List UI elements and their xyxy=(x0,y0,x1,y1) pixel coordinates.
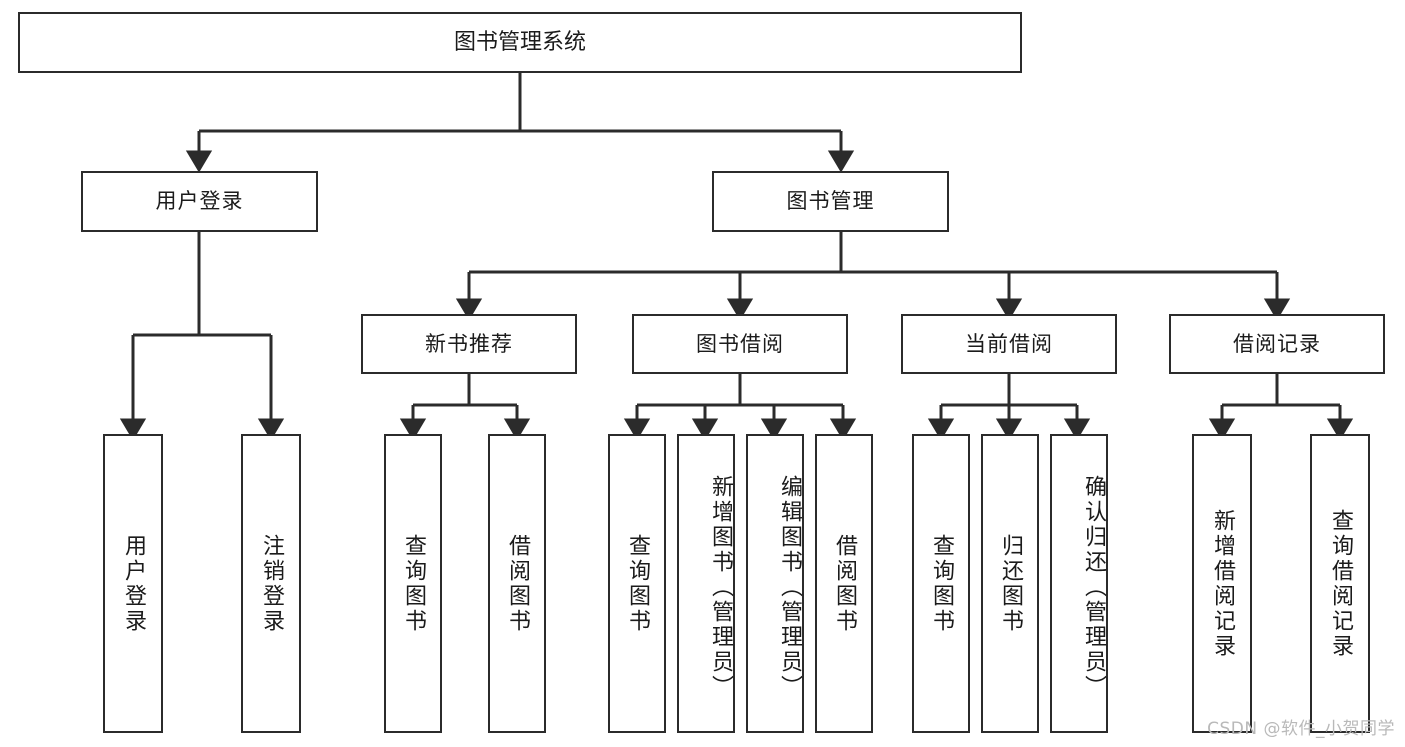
node-leaf-edit-book-label: 编辑图书（管理员） xyxy=(777,475,802,700)
node-leaf-add-book[interactable]: 新增图书（管理员） xyxy=(677,434,735,733)
node-leaf-borrow-book-1[interactable]: 借阅图书 xyxy=(488,434,546,733)
node-leaf-confirm-return-label: 确认归还（管理员） xyxy=(1081,475,1106,700)
node-borrow-record-label: 借阅记录 xyxy=(1233,331,1321,356)
node-leaf-add-book-label: 新增图书（管理员） xyxy=(708,475,733,700)
node-book-borrow[interactable]: 图书借阅 xyxy=(632,314,848,374)
node-leaf-query-book-3-label: 查询图书 xyxy=(928,533,954,634)
node-leaf-query-record-label: 查询借阅记录 xyxy=(1327,508,1353,659)
node-new-book-recommend-label: 新书推荐 xyxy=(425,331,513,356)
node-borrow-record[interactable]: 借阅记录 xyxy=(1169,314,1385,374)
node-leaf-add-record-label: 新增借阅记录 xyxy=(1209,508,1235,659)
node-leaf-borrow-book-2[interactable]: 借阅图书 xyxy=(815,434,873,733)
node-leaf-borrow-book-1-label: 借阅图书 xyxy=(504,533,530,634)
node-leaf-logout-login[interactable]: 注销登录 xyxy=(241,434,301,733)
watermark: CSDN @软件_小贺同学 xyxy=(1207,719,1395,739)
node-current-borrow[interactable]: 当前借阅 xyxy=(901,314,1117,374)
node-new-book-recommend[interactable]: 新书推荐 xyxy=(361,314,577,374)
node-leaf-logout-login-label: 注销登录 xyxy=(258,533,284,634)
node-leaf-add-record[interactable]: 新增借阅记录 xyxy=(1192,434,1252,733)
node-leaf-query-book-1[interactable]: 查询图书 xyxy=(384,434,442,733)
node-leaf-confirm-return[interactable]: 确认归还（管理员） xyxy=(1050,434,1108,733)
node-user-login-label: 用户登录 xyxy=(155,189,244,214)
node-leaf-query-book-1-label: 查询图书 xyxy=(400,533,426,634)
node-leaf-query-book-3[interactable]: 查询图书 xyxy=(912,434,970,733)
node-user-login[interactable]: 用户登录 xyxy=(81,171,318,232)
node-leaf-borrow-book-2-label: 借阅图书 xyxy=(831,533,857,634)
node-root[interactable]: 图书管理系统 xyxy=(18,12,1022,73)
node-book-borrow-label: 图书借阅 xyxy=(696,331,784,356)
node-current-borrow-label: 当前借阅 xyxy=(965,331,1053,356)
node-leaf-query-record[interactable]: 查询借阅记录 xyxy=(1310,434,1370,733)
node-leaf-query-book-2-label: 查询图书 xyxy=(624,533,650,634)
node-leaf-user-login[interactable]: 用户登录 xyxy=(103,434,163,733)
node-leaf-user-login-label: 用户登录 xyxy=(120,533,146,634)
node-leaf-query-book-2[interactable]: 查询图书 xyxy=(608,434,666,733)
node-leaf-return-book[interactable]: 归还图书 xyxy=(981,434,1039,733)
node-leaf-edit-book[interactable]: 编辑图书（管理员） xyxy=(746,434,804,733)
node-book-manage[interactable]: 图书管理 xyxy=(712,171,949,232)
node-book-manage-label: 图书管理 xyxy=(786,189,875,214)
node-leaf-return-book-label: 归还图书 xyxy=(997,533,1023,634)
node-root-label: 图书管理系统 xyxy=(453,29,586,55)
